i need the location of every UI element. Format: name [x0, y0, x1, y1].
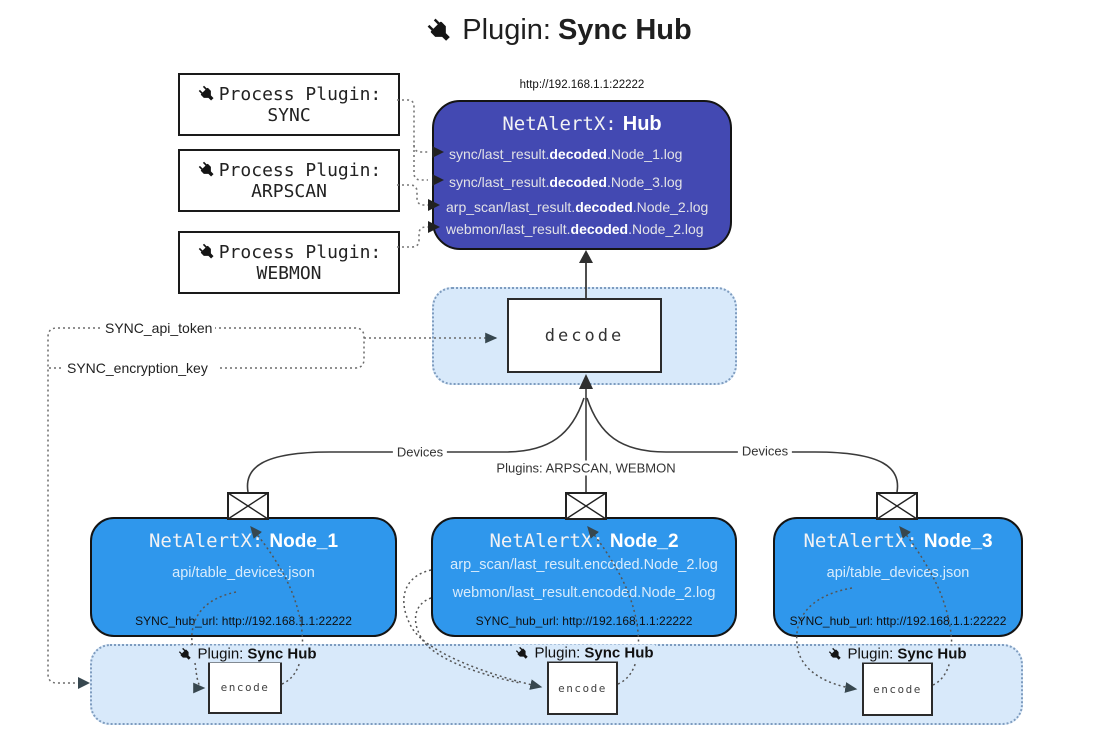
node-file: api/table_devices.json: [826, 565, 970, 581]
decode-label: decode: [544, 325, 625, 346]
hub-file-post: .Node_2.log: [632, 199, 709, 215]
node-to-decode-curves: [246, 386, 899, 493]
node-title-prefix: NetAlertX:: [489, 530, 604, 552]
hub-file-line: sync/last_result.decoded.Node_1.log: [449, 146, 682, 162]
node-file: arp_scan/last_result.encoded.Node_2.log: [450, 557, 718, 573]
plugin-to-hub-connectors: [397, 99, 428, 248]
process-plugin-arpscan-box: Process Plugin: ARPSCAN: [178, 149, 400, 212]
plug-icon: [178, 647, 191, 660]
plug-icon: [427, 18, 451, 41]
node-title: NetAlertX:Node_1: [92, 530, 395, 553]
hub-file-bold: decoded: [549, 174, 607, 190]
plug-icon: [198, 243, 214, 259]
encode-box-2: encode: [547, 661, 618, 715]
decode-box: decode: [507, 298, 662, 373]
hub-file-pre: sync/last_result.: [449, 174, 550, 190]
hub-url-label: http://192.168.1.1:22222: [519, 79, 645, 91]
hub-file-bold: decoded: [549, 146, 607, 162]
hub-title-name: Hub: [622, 113, 662, 135]
hub-file-line: arp_scan/last_result.decoded.Node_2.log: [446, 199, 708, 215]
hub-file-line: sync/last_result.decoded.Node_3.log: [449, 174, 682, 190]
hub-file-post: .Node_2.log: [628, 221, 704, 237]
sync-plugin-prefix: Plugin:: [197, 645, 244, 663]
node-3-box: NetAlertX:Node_3 api/table_devices.json …: [773, 517, 1023, 637]
hub-file-post: .Node_3.log: [606, 174, 683, 190]
process-plugin-header: Process Plugin:: [197, 159, 382, 181]
plug-icon: [828, 647, 841, 660]
node-2-box: NetAlertX:Node_2 arp_scan/last_result.en…: [431, 517, 737, 637]
encode-box-3: encode: [862, 662, 933, 716]
process-plugin-name: SYNC: [267, 104, 311, 126]
sync-plugin-name: Sync Hub: [247, 645, 317, 663]
node-title-name: Node_2: [609, 531, 679, 552]
envelope-icon: [565, 492, 607, 520]
plugins-edge-label: Plugins: ARPSCAN, WEBMON: [492, 460, 680, 476]
encode-label: encode: [220, 681, 270, 694]
node-hub-url: SYNC_hub_url: http://192.168.1.1:22222: [135, 614, 352, 628]
hub-file-bold: decoded: [575, 199, 633, 215]
hub-title-prefix: NetAlertX:: [502, 113, 617, 135]
sync-plugin-label-1: Plugin: Sync Hub: [175, 645, 319, 663]
hub-file-line: webmon/last_result.decoded.Node_2.log: [446, 221, 704, 237]
sync-plugin-name: Sync Hub: [584, 644, 654, 662]
node-hub-url: SYNC_hub_url: http://192.168.1.1:22222: [475, 614, 693, 628]
envelope-icon: [227, 492, 269, 520]
plug-icon: [198, 161, 214, 177]
sync-plugin-name: Sync Hub: [897, 645, 967, 663]
sync-api-token-label: SYNC_api_token: [102, 320, 216, 336]
hub-box: NetAlertX:Hub sync/last_result.decoded.N…: [432, 100, 732, 250]
sync-plugin-label-3: Plugin: Sync Hub: [825, 645, 969, 663]
process-plugin-label: Process Plugin:: [218, 83, 382, 105]
hub-title: NetAlertX:Hub: [434, 113, 730, 136]
page-title-prefix: Plugin:: [462, 14, 551, 46]
node-1-box: NetAlertX:Node_1 api/table_devices.json …: [90, 517, 397, 637]
sync-plugin-label-2: Plugin: Sync Hub: [512, 644, 656, 662]
encode-label: encode: [873, 682, 922, 696]
node-title-prefix: NetAlertX:: [803, 530, 918, 552]
node-file: webmon/last_result.encoded.Node_2.log: [452, 585, 716, 601]
encode-label: encode: [558, 681, 607, 695]
node-title-name: Node_1: [269, 531, 339, 552]
hub-file-pre: sync/last_result.: [449, 146, 550, 162]
process-plugin-webmon-box: Process Plugin: WEBMON: [178, 231, 400, 294]
hub-file-pre: arp_scan/last_result.: [446, 199, 576, 215]
hub-file-pre: webmon/last_result.: [446, 221, 571, 237]
node-hub-url: SYNC_hub_url: http://192.168.1.1:22222: [789, 614, 1007, 628]
hub-file-post: .Node_1.log: [606, 146, 683, 162]
sync-encryption-key-label: SYNC_encryption_key: [64, 360, 211, 376]
envelope-icon: [876, 492, 918, 520]
process-plugin-header: Process Plugin:: [197, 83, 382, 105]
hub-file-bold: decoded: [570, 221, 629, 237]
node-title-name: Node_3: [923, 531, 993, 552]
decode-to-hub-arrowhead: [579, 250, 593, 263]
process-plugin-sync-box: Process Plugin: SYNC: [178, 73, 400, 136]
process-plugin-name: WEBMON: [256, 262, 322, 284]
process-plugin-label: Process Plugin:: [218, 159, 382, 181]
plug-icon: [515, 646, 528, 659]
plug-icon: [198, 85, 214, 101]
process-plugin-header: Process Plugin:: [197, 241, 382, 263]
page-title-name: Sync Hub: [557, 14, 692, 46]
node-title-prefix: NetAlertX:: [148, 530, 264, 552]
page-title: Plugin: Sync Hub: [0, 14, 1117, 47]
sync-plugin-prefix: Plugin:: [847, 645, 894, 663]
encode-box-1: encode: [208, 661, 282, 714]
envelope-icons: [227, 492, 918, 520]
into-container-arrowhead: [78, 677, 90, 689]
devices-edge-label-left: Devices: [392, 444, 448, 460]
process-plugin-name: ARPSCAN: [251, 180, 327, 202]
devices-edge-label-right: Devices: [737, 443, 793, 459]
node-title: NetAlertX:Node_2: [433, 530, 735, 553]
process-plugin-label: Process Plugin:: [218, 241, 382, 263]
node-file: api/table_devices.json: [172, 565, 315, 581]
sync-plugin-prefix: Plugin:: [534, 644, 581, 662]
node-title: NetAlertX:Node_3: [775, 530, 1021, 553]
